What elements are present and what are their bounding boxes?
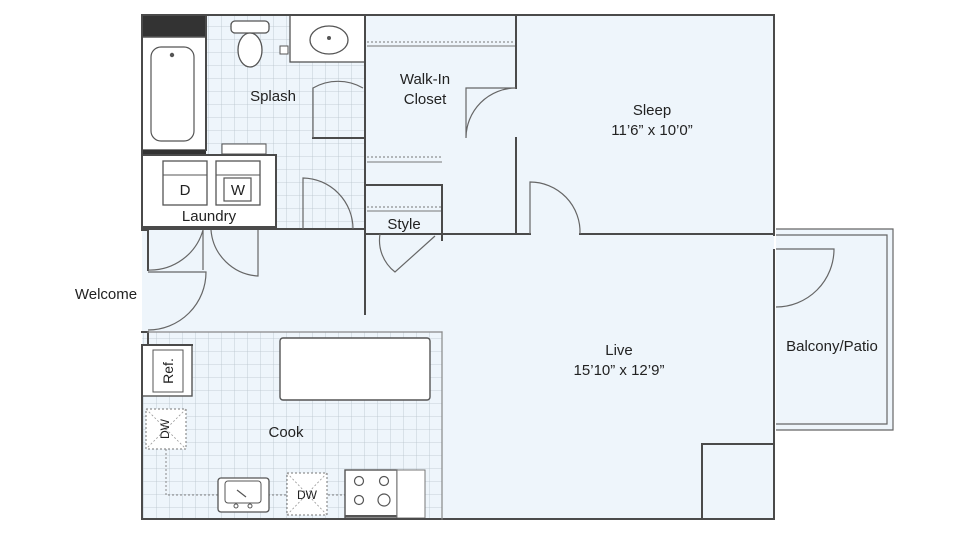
- range-icon: [344, 469, 398, 519]
- refrigerator-label: Ref.: [160, 358, 176, 384]
- sleep-label: Sleep: [633, 102, 671, 119]
- laundry-label: Laundry: [182, 208, 237, 225]
- washer-icon: [215, 160, 261, 206]
- dishwasher-left-label: DW: [158, 418, 172, 439]
- door-swing-icon: [147, 80, 835, 331]
- bathtub-icon: [141, 36, 207, 151]
- dishwasher-bottom-label: DW: [297, 488, 318, 502]
- laundry-appliances: [141, 154, 277, 228]
- welcome-label: Welcome: [75, 286, 137, 303]
- live-size: 15’10” x 12’9”: [574, 362, 665, 379]
- closet-label-line1: Walk-In: [400, 71, 450, 88]
- live-label: Live: [605, 342, 633, 359]
- closet-label-line2: Closet: [404, 91, 447, 108]
- dishwasher-bottom-icon: [286, 472, 328, 516]
- dryer-icon: [162, 160, 208, 206]
- balcony-rail: [776, 228, 894, 431]
- sleep-size: 11’6” x 10’0”: [611, 122, 692, 139]
- balcony-label: Balcony/Patio: [786, 338, 878, 355]
- splash-label: Splash: [250, 88, 296, 105]
- dryer-label: D: [180, 182, 191, 199]
- room-labels: Splash Walk-In Closet Sleep 11’6” x 10’0…: [75, 71, 878, 502]
- kitchen-fixtures: [141, 337, 431, 519]
- style-label: Style: [387, 216, 420, 233]
- refrigerator-icon: [141, 344, 193, 397]
- cook-label: Cook: [268, 424, 304, 441]
- walls: [141, 14, 775, 520]
- dishwasher-left-icon: [145, 408, 187, 450]
- toilet-icon: [230, 20, 270, 68]
- kitchen-sink-icon: [217, 477, 270, 513]
- sink-icon: [279, 14, 366, 63]
- kitchen-island: [279, 337, 431, 401]
- closet-shelves: [367, 41, 516, 212]
- bathroom-fixtures: [141, 14, 366, 156]
- washer-label: W: [231, 182, 246, 199]
